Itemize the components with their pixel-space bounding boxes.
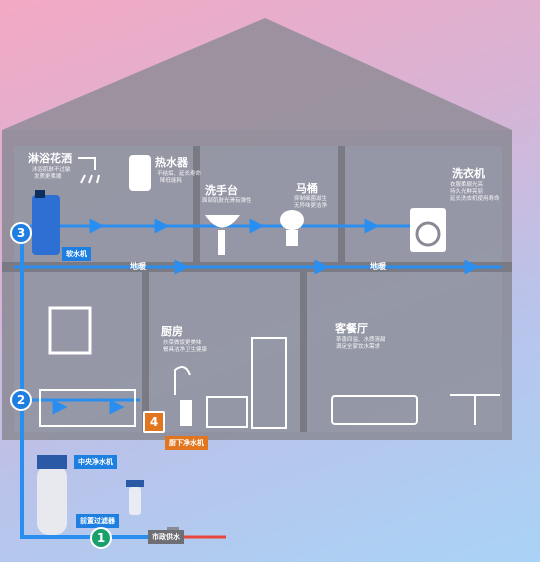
washer-desc-2: 持久光鲜亮丽: [450, 189, 484, 195]
toilet-desc-2: 无异味更洁净: [294, 203, 328, 209]
water-heater-icon: [129, 155, 151, 191]
wall-3: [142, 272, 149, 432]
heater-desc-1: 不结垢、延长寿命: [157, 171, 202, 177]
floor-heat-label-left: 地暖: [130, 262, 146, 271]
badge-1: 1: [90, 527, 112, 549]
badge-4: 4: [143, 411, 165, 433]
living-desc-1: 茶香四溢、水质清甜: [336, 337, 386, 343]
softener-tag: 软水机: [62, 247, 91, 261]
prefilter-tag: 前置过滤器: [76, 514, 119, 528]
basin-desc: 面部肌肤光滑有弹性: [202, 198, 252, 204]
lower-floor: [14, 272, 502, 432]
toilet-title: 马桶: [296, 182, 318, 195]
central-purifier-tag: 中央净水机: [74, 455, 117, 469]
under-sink-purifier-icon: [180, 400, 192, 426]
floor-heat-label-right: 地暖: [370, 262, 386, 271]
washing-machine-icon: [410, 208, 446, 252]
badge-2: 2: [10, 389, 32, 411]
shower-desc-2: 发质更柔顺: [34, 174, 62, 180]
fridge-icon: [251, 337, 287, 429]
washer-desc-3: 延长洗衣机使用寿命: [450, 196, 500, 202]
basin-title: 洗手台: [205, 184, 238, 197]
wall-4: [300, 272, 307, 432]
water-softener-icon: [32, 190, 60, 255]
badge-3: 3: [10, 222, 32, 244]
prefilter-icon: [126, 480, 144, 515]
washbasin-icon: [205, 215, 240, 255]
municipal-tag: 市政供水: [148, 530, 184, 544]
heater-desc-2: 降低能耗: [160, 178, 183, 184]
sofa-icon: [331, 395, 418, 425]
kitchen-faucet-icon: [174, 365, 191, 395]
wall-1: [193, 146, 200, 262]
kitchen-desc-1: 炒菜做饭更美味: [163, 340, 202, 346]
window-frame-icon: [48, 306, 92, 355]
living-title: 客餐厅: [335, 322, 368, 335]
kitchen-desc-2: 餐具洁净卫生健康: [163, 347, 208, 353]
cabinet-icon: [39, 389, 248, 428]
table-icon: [450, 394, 500, 425]
shower-desc-1: 沐浴肌肤不过敏: [32, 167, 71, 173]
main-riser: [20, 226, 160, 539]
toilet-icon: [280, 210, 304, 246]
central-purifier-icon: [37, 455, 67, 535]
washer-title: 洗衣机: [452, 167, 485, 180]
kitchen-title: 厨房: [161, 325, 183, 338]
wall-2: [338, 146, 345, 262]
toilet-desc-1: 抑制细菌滋生: [294, 196, 328, 202]
washer-desc-1: 衣服柔顺光亮: [450, 182, 484, 188]
shower-icon: [78, 157, 100, 184]
shower-title: 淋浴花洒: [28, 152, 72, 165]
under-sink-tag: 厨下净水机: [165, 436, 208, 450]
living-desc-2: 满足全家饮水需求: [336, 344, 381, 350]
roof: [2, 18, 512, 130]
heater-title: 热水器: [155, 156, 188, 169]
